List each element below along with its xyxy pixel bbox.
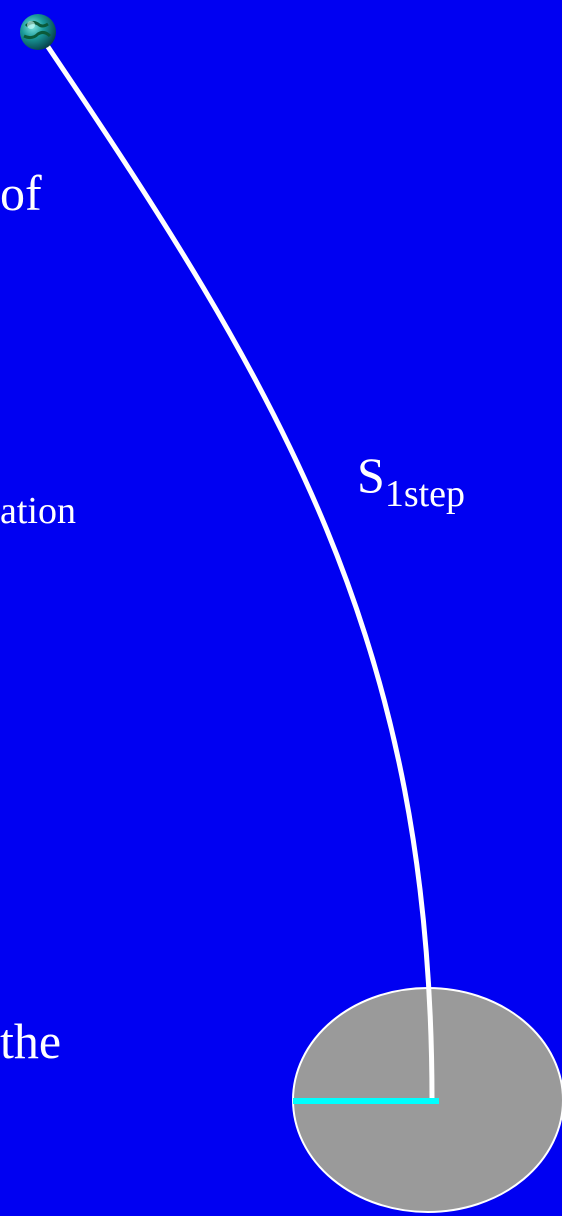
path-label-main: S [357,447,385,503]
globe-icon [20,14,56,50]
path-label: S1step [357,450,465,500]
text-fragment-middle: ation [0,492,76,530]
trajectory-path [42,38,432,1100]
text-fragment-bottom: the [0,1016,61,1066]
text-fragment-top: of [0,168,42,218]
path-label-subscript: 1step [385,473,465,515]
